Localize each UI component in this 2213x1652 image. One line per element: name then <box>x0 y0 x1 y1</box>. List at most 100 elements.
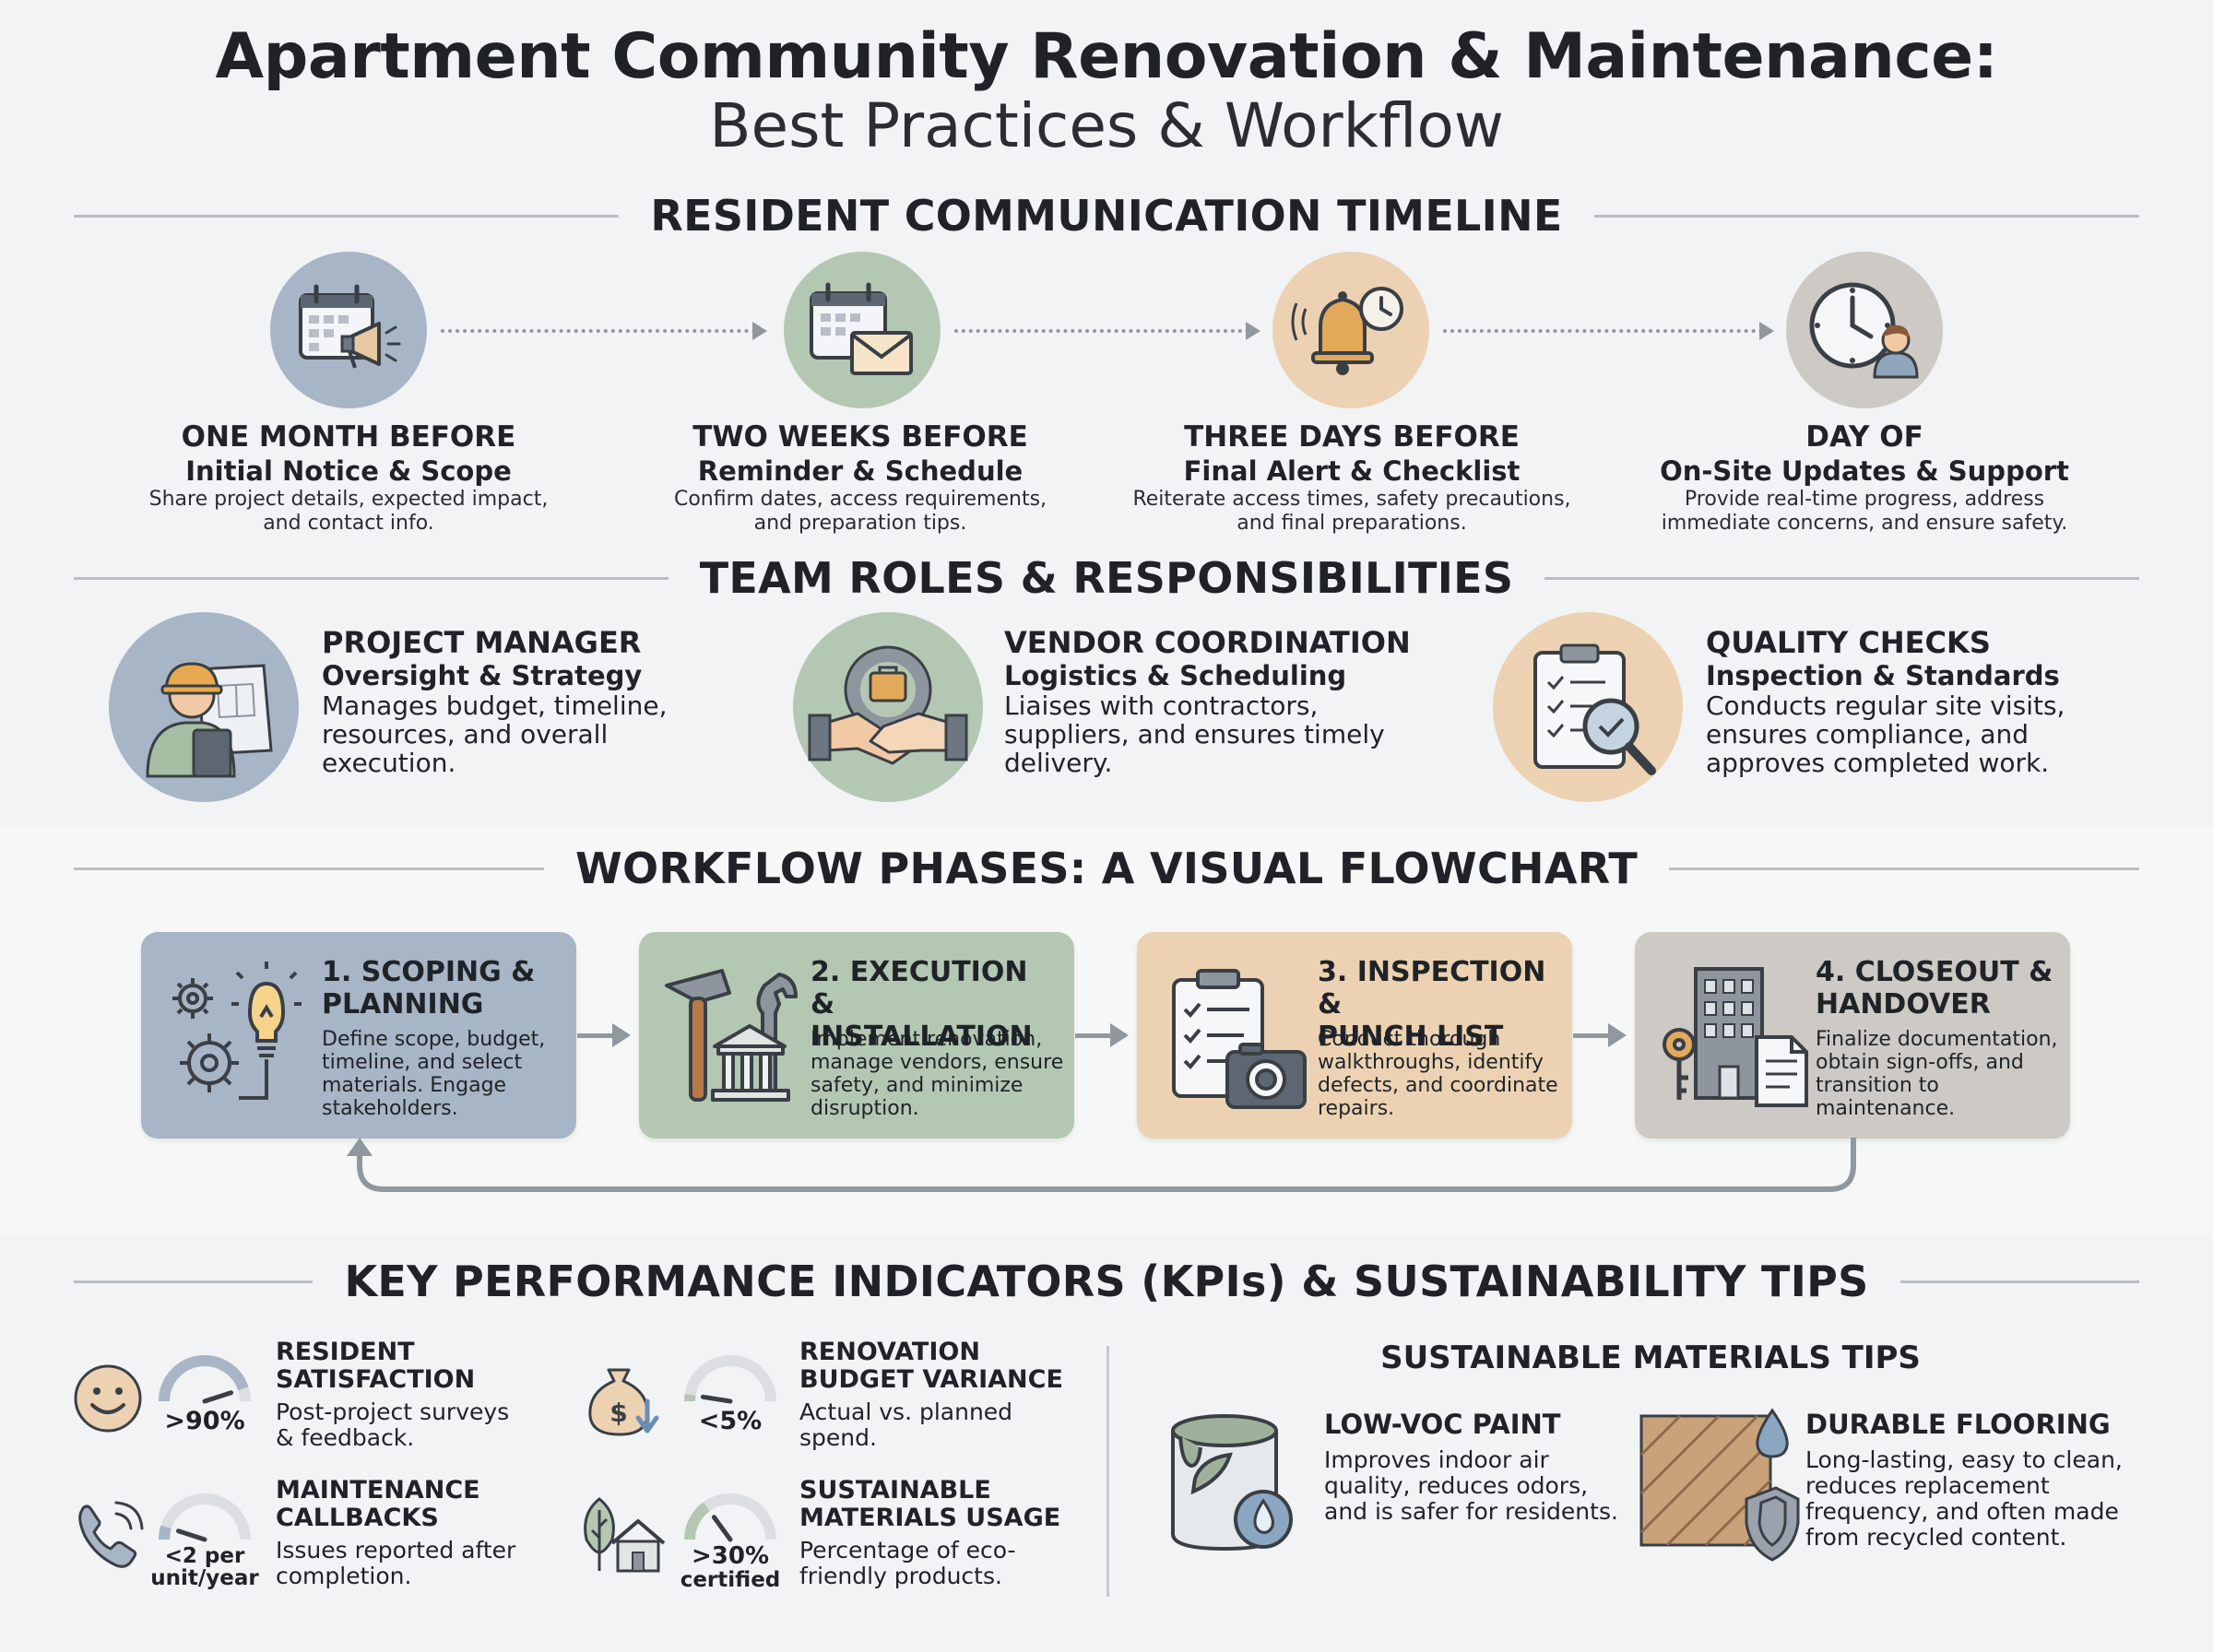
kpi-1: RESIDENT SATISFACTION Post-project surve… <box>276 1339 552 1451</box>
role-desc: resources, and overall <box>322 719 609 749</box>
kpi-title: SUSTAINABLE <box>799 1476 991 1504</box>
phase-desc-line: manage vendors, ensure <box>811 1051 1064 1074</box>
flow-arrow <box>577 1023 631 1047</box>
kpi-4: SUSTAINABLE MATERIALS USAGE Percentage o… <box>799 1477 1095 1589</box>
tip-desc: and is safer for residents. <box>1324 1498 1618 1525</box>
timeline-step-1-badge <box>270 252 427 408</box>
kpi-title: RESIDENT <box>276 1338 415 1366</box>
role-desc: Conducts regular site visits, <box>1706 690 2065 721</box>
phase-desc-line: materials. Engage <box>322 1074 507 1097</box>
phase-3-card: 3. INSPECTION &PUNCH LIST Conduct thorou… <box>1137 932 1572 1139</box>
role-subtitle: Logistics & Scheduling <box>1004 660 1347 691</box>
role-2-badge <box>793 612 983 802</box>
timeline-arrow <box>1443 322 1774 340</box>
timeline-heading: RESIDENT COMMUNICATION TIMELINE <box>650 191 1563 241</box>
clipboard-magnifier-icon <box>1533 643 1656 775</box>
phase-desc-line: Define scope, budget, <box>322 1028 546 1051</box>
tip-desc: frequency, and often made <box>1805 1498 2119 1525</box>
kpi-title: CALLBACKS <box>276 1504 439 1532</box>
role-2: VENDOR COORDINATION Logistics & Scheduli… <box>1004 625 1428 777</box>
phase-title-line: PUNCH LIST <box>1318 1021 1504 1053</box>
roles-section-heading: TEAM ROLES & RESPONSIBILITIES <box>74 550 2139 606</box>
phase-desc-line: repairs. <box>1318 1097 1395 1120</box>
timeline-step-3-badge <box>1272 252 1429 408</box>
kpi-desc: Issues reported after <box>276 1537 516 1564</box>
gauge-needle <box>175 1528 207 1542</box>
sustainable-heading: SUSTAINABLE MATERIALS TIPS <box>1380 1339 1921 1376</box>
svg-text:$: $ <box>609 1398 627 1428</box>
kpi-section-heading: KEY PERFORMANCE INDICATORS (KPIs) & SUST… <box>74 1254 2140 1309</box>
divider <box>74 576 669 580</box>
flow-arrow <box>1573 1023 1627 1047</box>
calendar-envelope-icon <box>810 282 913 375</box>
phase-desc-line: Conduct thorough <box>1318 1028 1501 1051</box>
timeline-arrow <box>954 322 1260 340</box>
phase-title-line: HANDOVER <box>1816 988 1991 1021</box>
phase-desc-line: Implement renovation, <box>811 1028 1043 1051</box>
divider <box>1593 214 2140 218</box>
kpi-title: RENOVATION <box>799 1338 980 1366</box>
tip-title: DURABLE FLOORING <box>1805 1409 2111 1440</box>
divider <box>1669 867 2139 870</box>
role-desc: suppliers, and ensures timely <box>1004 719 1385 749</box>
calendar-megaphone-icon <box>299 284 401 369</box>
tip-title: LOW-VOC PAINT <box>1324 1409 1561 1440</box>
phase-desc-line: Finalize documentation, <box>1816 1028 2058 1051</box>
phase-desc-line: transition to <box>1816 1074 1939 1097</box>
kpi-desc: spend. <box>799 1424 877 1451</box>
phase-1-card: 1. SCOPING &PLANNING Define scope, budge… <box>141 932 576 1139</box>
kpi-value: >90% <box>164 1407 245 1435</box>
timeline-step-title: On-Site Updates & Support <box>1660 455 2069 487</box>
timeline-step-2: TWO WEEKS BEFORE Reminder & Schedule Con… <box>621 419 1100 536</box>
kpi-value-unit: unit/year <box>150 1566 259 1590</box>
kpi-value: <5% <box>698 1407 763 1435</box>
tip-desc: reduces replacement <box>1805 1472 2050 1499</box>
gauge-needle <box>202 1390 234 1404</box>
role-1-badge <box>109 612 299 802</box>
phase-desc-line: obtain sign-offs, and <box>1816 1051 2024 1074</box>
divider <box>1544 576 2139 580</box>
phase-desc-line: walkthroughs, identify <box>1318 1051 1544 1074</box>
kpi-desc: Post-project surveys <box>276 1398 510 1425</box>
timeline-step-desc: immediate concerns, and ensure safety. <box>1661 512 2068 535</box>
divider <box>74 867 544 870</box>
phase-title: 1. SCOPING &PLANNING <box>322 956 571 1021</box>
timeline-step-desc: and preparation tips. <box>753 512 967 535</box>
role-3-badge <box>1493 612 1683 802</box>
role-title: PROJECT MANAGER <box>322 625 642 660</box>
gauge-fill <box>684 1502 710 1540</box>
phase-desc-line: defects, and coordinate <box>1318 1074 1558 1097</box>
leaf-house-icon <box>584 1497 666 1573</box>
sustainable-tip-1: LOW-VOC PAINT Improves indoor air qualit… <box>1324 1409 1638 1525</box>
smiley-face-icon <box>74 1364 142 1433</box>
kpi-value: >30% <box>691 1542 770 1570</box>
role-desc: Manages budget, timeline, <box>322 690 668 721</box>
tip-desc: quality, reduces odors, <box>1324 1472 1589 1499</box>
timeline-step-4: DAY OF On-Site Updates & Support Provide… <box>1625 419 2104 536</box>
role-subtitle: Inspection & Standards <box>1706 660 2060 691</box>
timeline-step-when: TWO WEEKS BEFORE <box>692 420 1028 454</box>
phase-title: 2. EXECUTION &INSTALLATION <box>811 956 1059 1053</box>
phone-ringing-icon <box>78 1501 144 1568</box>
kpi-3: MAINTENANCE CALLBACKS Issues reported af… <box>276 1477 571 1589</box>
timeline-section-heading: RESIDENT COMMUNICATION TIMELINE <box>74 188 2140 243</box>
gauge-fill <box>159 1525 172 1540</box>
phase-desc-line: timeline, and select <box>322 1051 523 1074</box>
role-desc: delivery. <box>1004 748 1113 778</box>
gauge-track <box>159 1493 251 1540</box>
phase-desc-line: stakeholders. <box>322 1097 458 1120</box>
kpi-desc: Actual vs. planned <box>799 1398 1013 1425</box>
kpi-value: <2 per <box>164 1544 245 1568</box>
phase-desc: Define scope, budget,timeline, and selec… <box>322 1028 580 1120</box>
tip-desc: Long-lasting, easy to clean, <box>1805 1446 2123 1473</box>
divider <box>1899 1280 2140 1283</box>
phase-2-card: 2. EXECUTION &INSTALLATION Implement ren… <box>639 932 1074 1139</box>
phase-title: 3. INSPECTION &PUNCH LIST <box>1318 956 1567 1053</box>
timeline-step-desc: and final preparations. <box>1237 512 1467 535</box>
building-key-document-icon <box>1663 967 1808 1107</box>
hammer-wrench-building-icon <box>665 969 798 1102</box>
timeline-step-3: THREE DAYS BEFORE Final Alert & Checklis… <box>1112 419 1592 536</box>
timeline-step-desc: Provide real-time progress, address <box>1684 488 2045 511</box>
role-subtitle: Oversight & Strategy <box>322 660 643 691</box>
